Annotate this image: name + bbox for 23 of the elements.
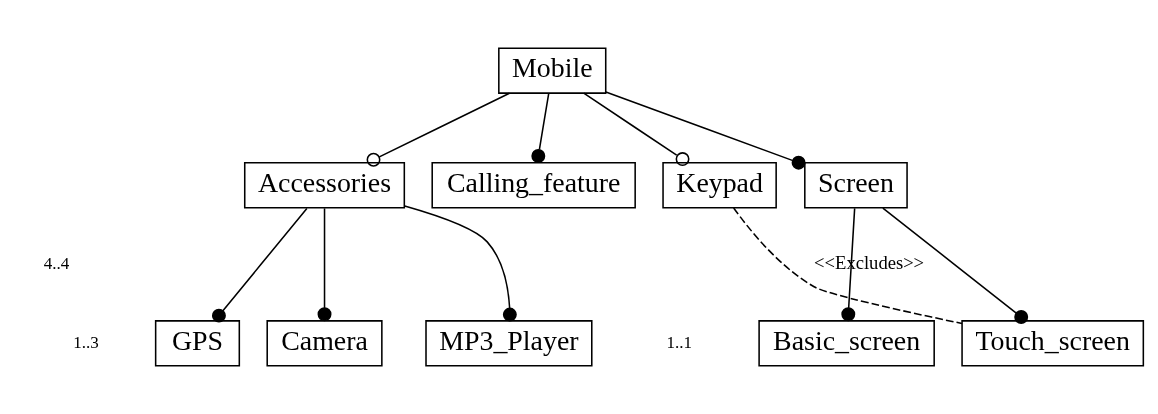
connector (732, 207, 963, 325)
node-box: Touch_screen (961, 320, 1145, 367)
label: 1..3 (73, 332, 99, 352)
node-box: Mobile (498, 47, 607, 94)
connector (582, 92, 690, 167)
connector (211, 207, 308, 323)
connector (403, 205, 517, 322)
connector (317, 207, 332, 322)
node-box: Basic_screen (758, 320, 935, 367)
connector (841, 207, 856, 322)
node-box: Accessories (243, 162, 406, 209)
connector (605, 91, 806, 170)
node-box: Screen (804, 162, 908, 209)
node-box: Keypad (662, 162, 777, 209)
node-box: GPS (154, 320, 241, 367)
connector (531, 92, 550, 163)
node-box: Camera (266, 320, 383, 367)
connector (366, 92, 511, 167)
node-box: Calling_feature (431, 162, 636, 209)
label: 1..1 (666, 332, 693, 352)
connector (882, 207, 1029, 324)
node-box: MP3_Player (425, 320, 593, 367)
label: 4..4 (43, 253, 70, 273)
